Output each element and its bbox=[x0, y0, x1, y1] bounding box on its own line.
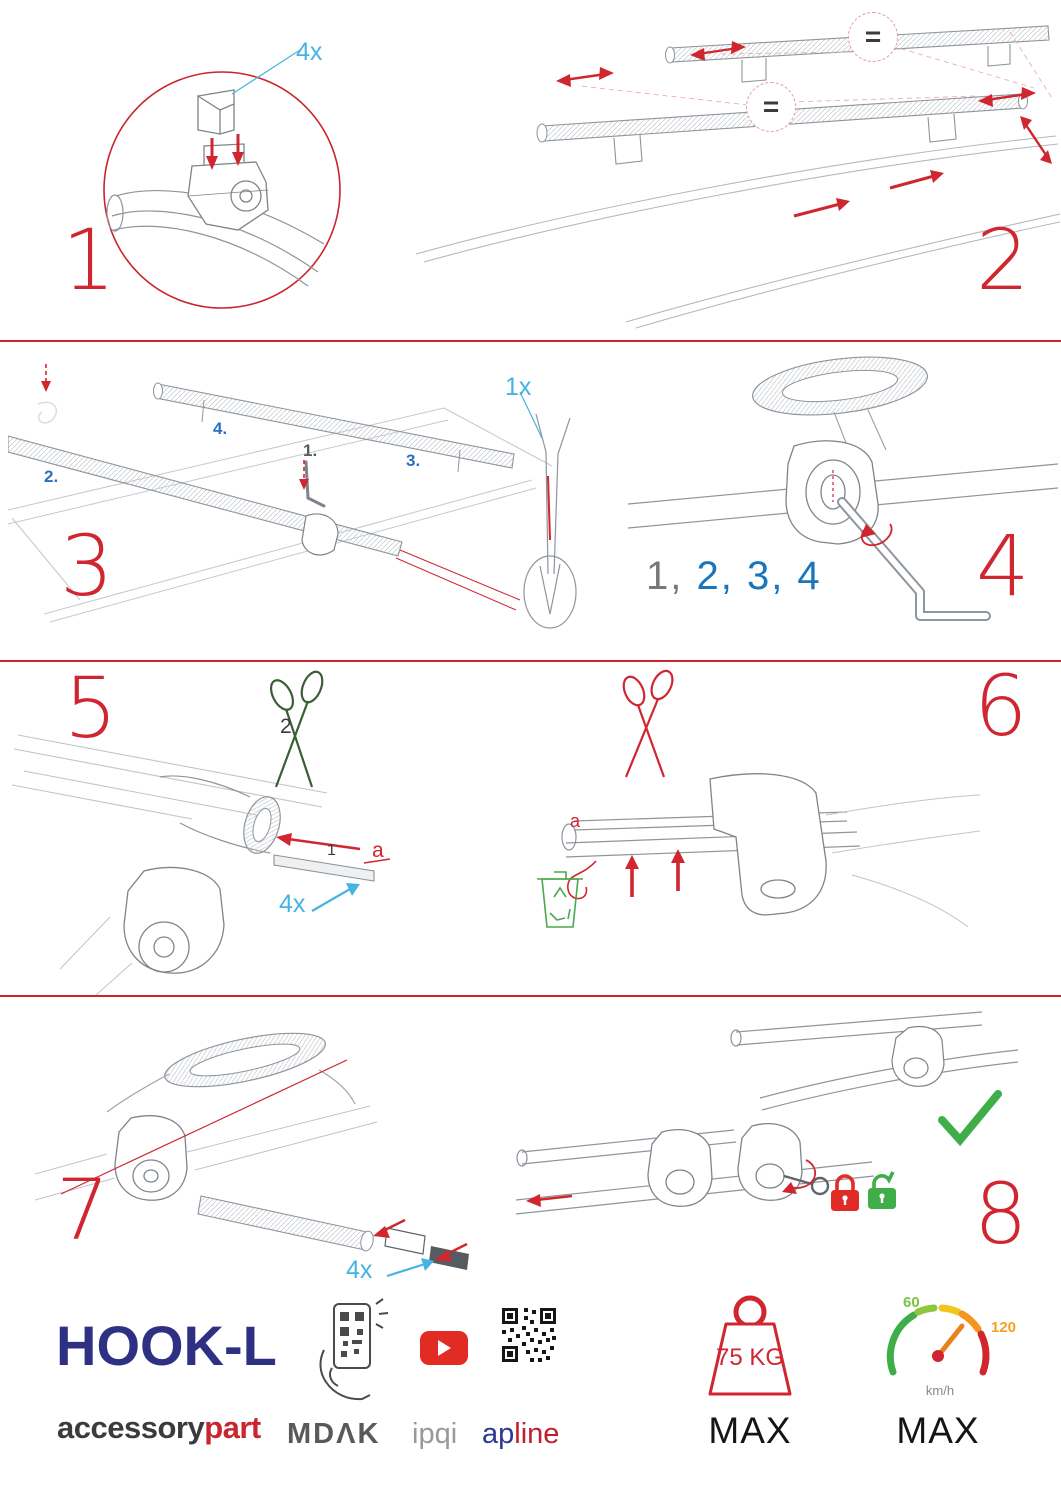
step3-substep-2-label: 2. bbox=[44, 467, 59, 486]
step1-quantity-label: 4x bbox=[296, 38, 323, 66]
logo-ipqi: ipqi bbox=[412, 1418, 458, 1450]
qr-code-icon bbox=[502, 1308, 556, 1362]
step7-number: 7 bbox=[56, 1161, 109, 1259]
logo-ap: ap bbox=[482, 1418, 515, 1450]
brand-logo: accessorypart bbox=[57, 1412, 261, 1443]
equal-spacing-badge-1: = bbox=[848, 12, 898, 62]
youtube-icon bbox=[420, 1331, 468, 1365]
step5-dimension-a-label: a bbox=[372, 839, 384, 862]
trash-bin-icon bbox=[537, 871, 583, 928]
checkmark-icon bbox=[938, 1090, 1002, 1147]
step7-end-cap-illustration bbox=[35, 1032, 469, 1278]
speed-high-label: 120 bbox=[991, 1319, 1017, 1336]
scissors-icon bbox=[622, 669, 674, 778]
speedometer-icon bbox=[886, 1304, 990, 1376]
logo-apline: apline bbox=[482, 1420, 559, 1449]
bracket-part-icon bbox=[197, 89, 235, 135]
equals-sign: = bbox=[864, 21, 882, 52]
step5-cut-order-label: 2 bbox=[280, 715, 292, 738]
step4-number: 4 bbox=[976, 517, 1029, 615]
step4-clamp-tightening-illustration bbox=[628, 356, 1058, 621]
phone-qr-scan-icon bbox=[319, 1298, 389, 1401]
step8-locking-illustration bbox=[515, 1011, 1019, 1215]
sequence-step-gray: 1, bbox=[646, 554, 684, 598]
step5-quantity-label: 4x bbox=[279, 890, 306, 918]
max-weight-label: MAX bbox=[708, 1410, 792, 1451]
logo-mdak: MDΛK bbox=[287, 1418, 381, 1450]
lock-closed-icon bbox=[831, 1174, 859, 1211]
scissors-icon bbox=[269, 670, 324, 788]
max-speed-label: MAX bbox=[896, 1410, 980, 1451]
allen-key-icon bbox=[837, 497, 991, 621]
step1-clamp-detail-illustration bbox=[103, 49, 341, 309]
step1-number: 1 bbox=[62, 211, 115, 309]
step5-insert-order-label: 1 bbox=[327, 842, 336, 859]
equals-sign: = bbox=[762, 91, 780, 122]
step3-assembly-overview-illustration bbox=[8, 364, 577, 629]
step3-substep-1-label: 1. bbox=[303, 441, 318, 460]
step3-substep-3-label: 3. bbox=[406, 451, 421, 470]
step6-dimension-a-label: a bbox=[570, 811, 581, 831]
max-weight-icon bbox=[708, 1295, 792, 1396]
measuring-tool-icon bbox=[523, 413, 577, 629]
section-divider bbox=[0, 995, 1061, 997]
brand-name-dark: accessory bbox=[57, 1410, 205, 1445]
product-name: HOOK-L bbox=[56, 1314, 277, 1377]
section-divider bbox=[0, 340, 1061, 342]
step2-bar-spacing-illustration bbox=[415, 25, 1060, 329]
key-icon bbox=[783, 1174, 830, 1196]
step3-number: 3 bbox=[60, 517, 113, 615]
step6-number: 6 bbox=[974, 657, 1027, 755]
step5-number: 5 bbox=[64, 659, 117, 757]
step3-quantity-label: 1x bbox=[505, 373, 532, 401]
equal-spacing-badge-2: = bbox=[746, 82, 796, 132]
step5-rubber-strip-cutting-illustration bbox=[12, 670, 391, 995]
step3-substep-4-label: 4. bbox=[213, 419, 228, 438]
sequence-steps-blue: 2, 3, 4 bbox=[683, 554, 822, 598]
speed-low-label: 60 bbox=[903, 1294, 920, 1311]
step4-sequence-label: 1, 2, 3, 4 bbox=[646, 556, 822, 596]
logo-line: line bbox=[514, 1418, 560, 1450]
lock-open-icon bbox=[868, 1171, 896, 1209]
allen-key-icon bbox=[304, 460, 326, 508]
section-divider bbox=[0, 660, 1061, 662]
brand-name-red: part bbox=[204, 1410, 261, 1445]
play-icon bbox=[437, 1340, 451, 1356]
step8-number: 8 bbox=[974, 1165, 1027, 1263]
step2-number: 2 bbox=[976, 211, 1029, 309]
step6-strip-trimming-illustration bbox=[537, 669, 981, 928]
step7-quantity-label: 4x bbox=[346, 1256, 373, 1284]
speed-unit-label: km/h bbox=[925, 1383, 955, 1398]
max-weight-value: 75 KG bbox=[715, 1344, 785, 1371]
